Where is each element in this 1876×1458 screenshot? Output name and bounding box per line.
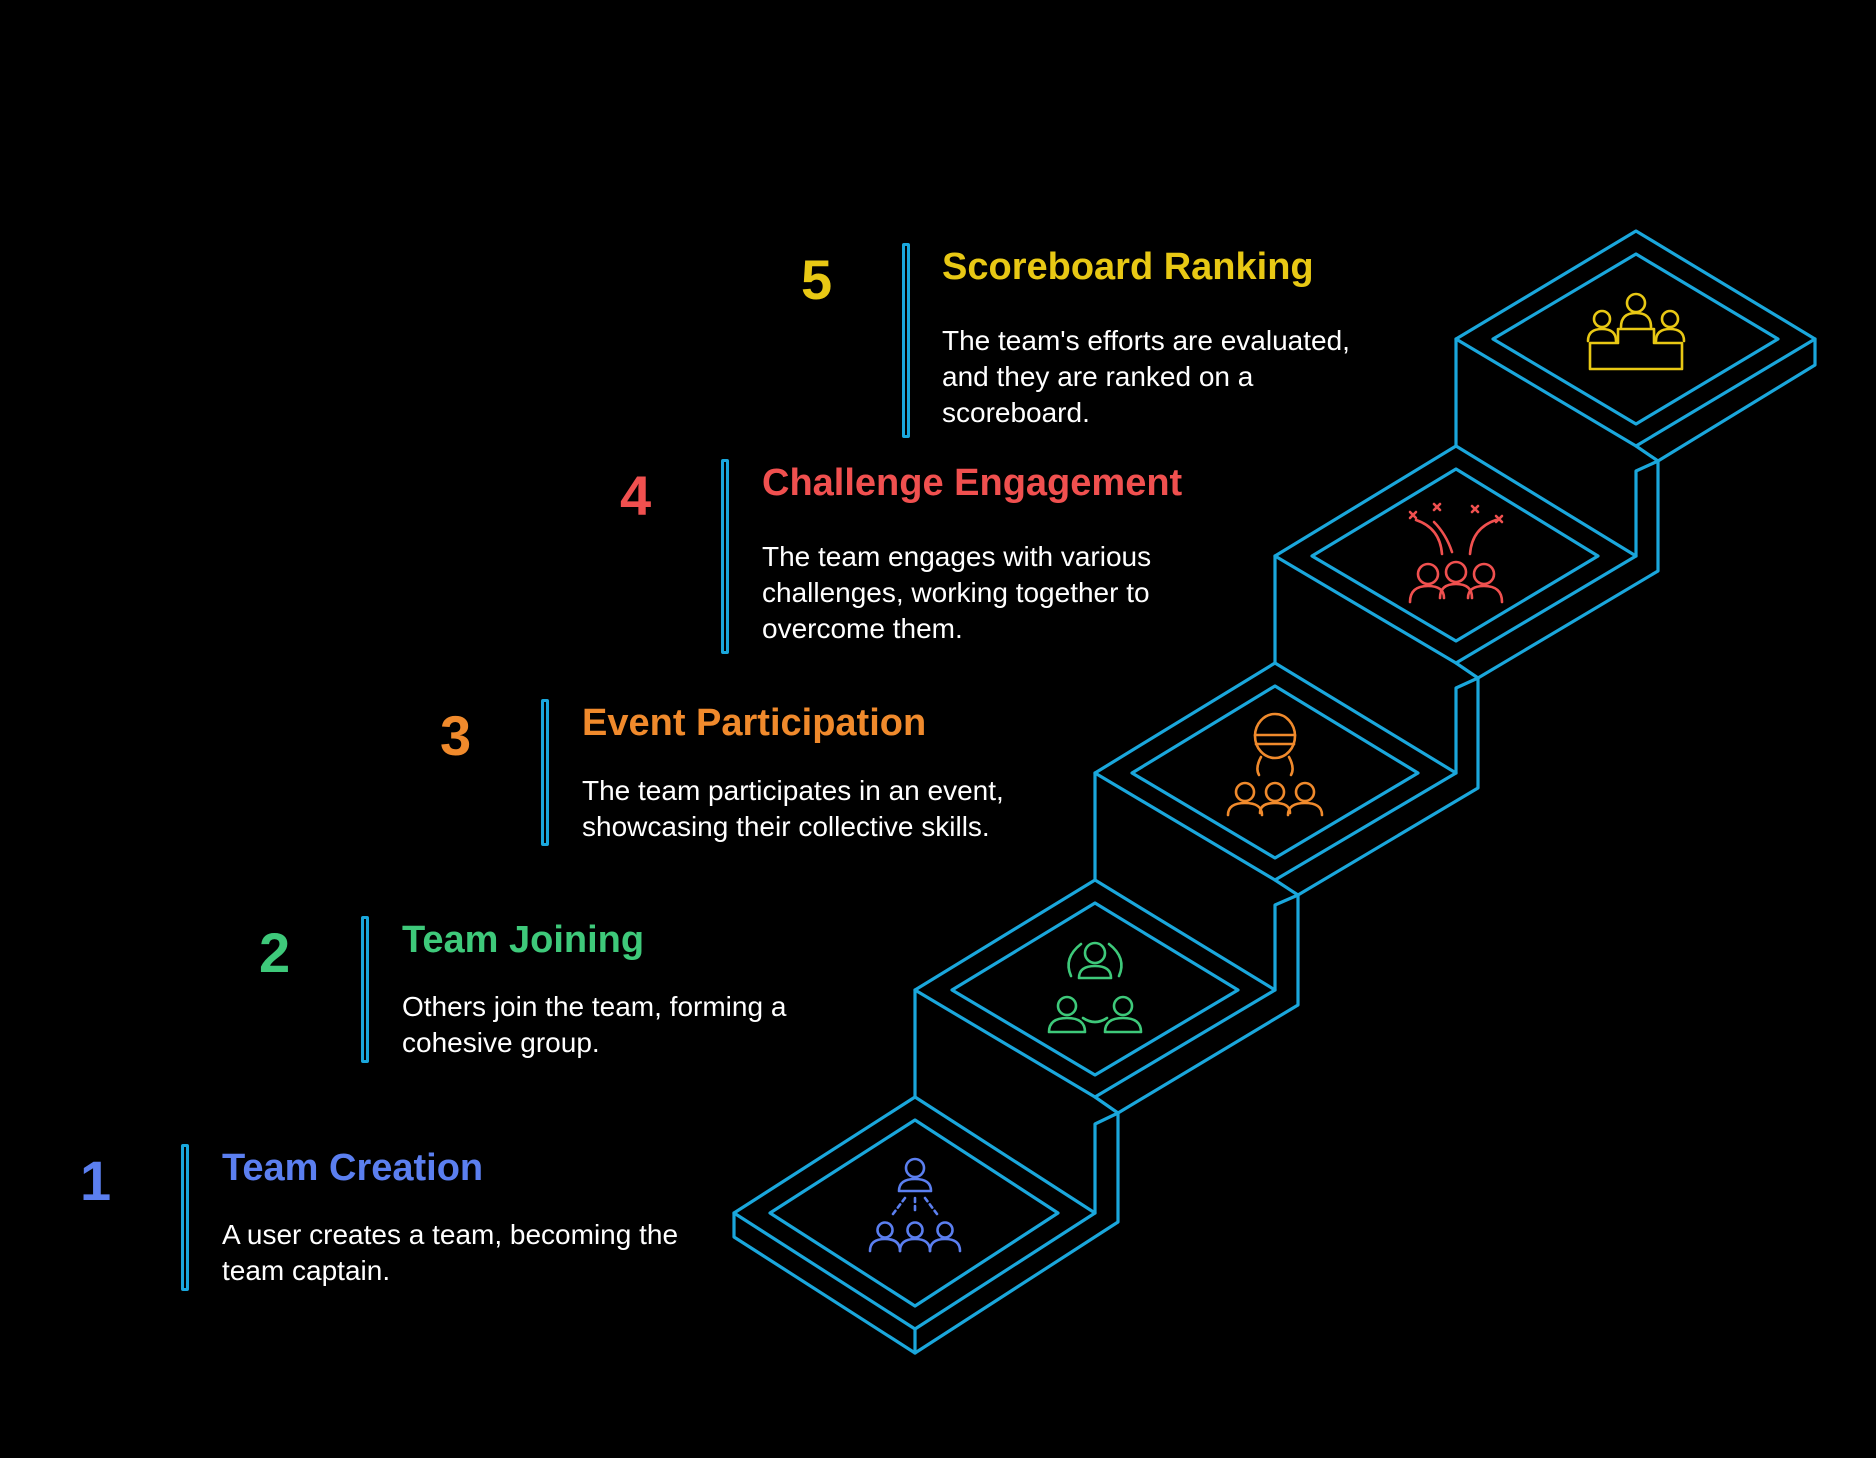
step-number: 1: [80, 1149, 112, 1212]
team-captain-icon: [868, 1157, 962, 1253]
challenge-engagement-icon: [1408, 502, 1504, 604]
step-number: 2: [259, 921, 291, 984]
step-number: 3: [440, 704, 472, 767]
step-title: Team Creation: [222, 1147, 484, 1189]
step-title: Challenge Engagement: [762, 462, 1183, 504]
step-number: 5: [801, 248, 833, 311]
stair-step-5: [1454, 229, 1817, 463]
step-divider: [181, 1144, 189, 1291]
step-description: Others join the team, forming a cohesive…: [402, 991, 787, 1058]
team-joining-icon: [1047, 941, 1143, 1034]
step-title: Scoreboard Ranking: [942, 246, 1314, 288]
scoreboard-ranking-icon: [1586, 292, 1686, 371]
step-divider: [541, 699, 549, 846]
step-number: 4: [620, 464, 652, 527]
event-participation-icon: [1226, 712, 1324, 817]
step-divider: [361, 916, 369, 1063]
step-divider: [902, 243, 910, 438]
step-description: A user creates a team, becoming the team…: [222, 1219, 679, 1286]
step-description: The team engages with various challenges…: [762, 541, 1152, 644]
stair-step-3: [1093, 554, 1480, 897]
step-title: Team Joining: [402, 919, 645, 961]
step-title: Event Participation: [582, 702, 927, 744]
stair-step-2: [913, 771, 1300, 1115]
stair-step-1: [732, 988, 1120, 1355]
stair-step-4: [1273, 337, 1660, 680]
step-divider: [721, 459, 729, 654]
step-description: The team's efforts are evaluated, and th…: [942, 325, 1350, 428]
step-description: The team participates in an event, showc…: [582, 775, 1004, 842]
